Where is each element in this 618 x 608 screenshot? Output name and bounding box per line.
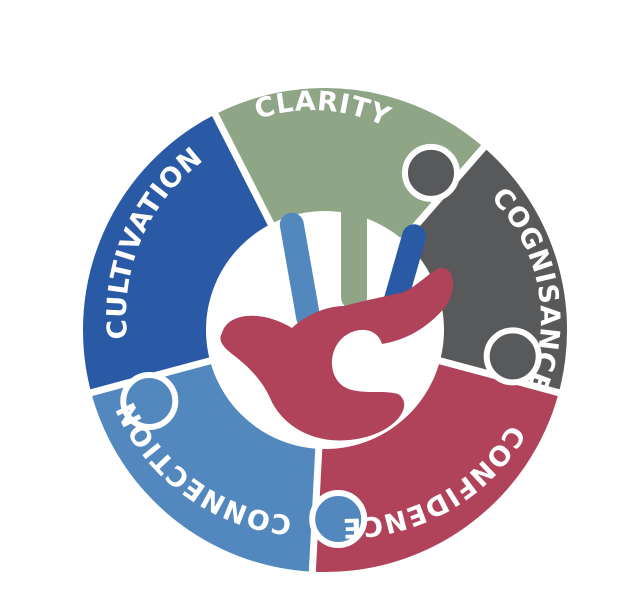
segment-cultivation	[82, 114, 272, 393]
puzzle-tab	[120, 372, 179, 430]
hand-finger-middle	[341, 200, 367, 310]
segment-clarity	[215, 88, 484, 242]
puzzle-tab	[309, 490, 368, 548]
segment-confidence	[312, 360, 559, 573]
ring	[82, 88, 568, 576]
hand-finger-left	[279, 212, 321, 330]
hand-finger-right	[383, 224, 427, 312]
puzzle-tab	[483, 327, 542, 386]
hand-c-icon	[220, 200, 454, 441]
puzzle-tab	[402, 143, 460, 202]
hand-palm-c	[220, 267, 454, 441]
segment-gap	[210, 109, 277, 231]
